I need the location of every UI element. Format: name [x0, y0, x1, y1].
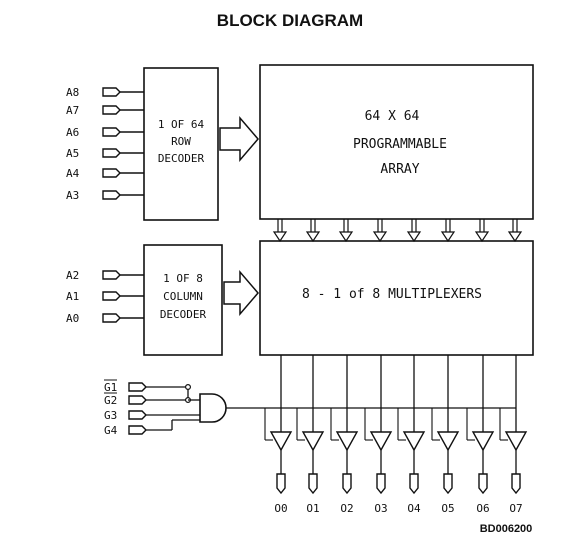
output-pin — [342, 473, 352, 495]
tristate-buffer — [335, 431, 359, 452]
output-pin — [409, 473, 419, 495]
bus-arrowhead — [406, 231, 422, 243]
bus-arrowhead — [440, 231, 456, 243]
output-label: O4 — [407, 502, 421, 515]
tristate-buffer — [471, 431, 495, 452]
column-address-label: A0 — [66, 312, 79, 325]
output-label: O1 — [306, 502, 319, 515]
tristate-buffer — [504, 431, 528, 452]
output-label: O5 — [441, 502, 454, 515]
enable-pin — [128, 382, 147, 392]
array-line1: 64 X 64 — [365, 109, 420, 124]
multiplexers-label: 8 - 1 of 8 MULTIPLEXERS — [302, 287, 482, 302]
bus-arrowhead — [507, 231, 523, 243]
inversion-bubble — [185, 384, 192, 391]
column-decoder-box — [143, 244, 223, 356]
output-label: O0 — [274, 502, 287, 515]
column-to-mux-arrow — [223, 269, 259, 317]
row-address-pin — [102, 87, 121, 97]
column-address-pin — [102, 291, 121, 301]
column-decoder-line3: DECODER — [160, 308, 207, 321]
tristate-buffer — [402, 431, 426, 452]
output-pin — [308, 473, 318, 495]
enable-pin — [128, 410, 147, 420]
tristate-buffer — [369, 431, 393, 452]
tristate-buffer — [301, 431, 325, 452]
and-gate — [199, 393, 227, 423]
output-pin — [511, 473, 521, 495]
row-decoder-line1: 1 OF 64 — [158, 118, 205, 131]
row-address-pin — [102, 190, 121, 200]
output-label: O2 — [340, 502, 353, 515]
bus-arrowhead — [272, 231, 288, 243]
column-decoder-line2: COLUMN — [163, 290, 203, 303]
output-label: O3 — [374, 502, 387, 515]
row-address-label: A3 — [66, 189, 79, 202]
enable-label: G4 — [104, 424, 118, 437]
row-address-label: A7 — [66, 104, 79, 117]
enable-pin — [128, 395, 147, 405]
row-decoder-line3: DECODER — [158, 152, 205, 165]
enable-label: G2 — [104, 394, 117, 407]
row-address-pin — [102, 105, 121, 115]
row-to-array-arrow — [219, 115, 259, 163]
row-decoder-box — [143, 67, 219, 221]
array-line2: PROGRAMMABLE — [353, 137, 447, 152]
programmable-array-box — [259, 64, 534, 220]
column-address-pin — [102, 313, 121, 323]
tristate-buffer — [436, 431, 460, 452]
bus-arrowhead — [305, 231, 321, 243]
row-address-label: A6 — [66, 126, 79, 139]
column-address-pin — [102, 270, 121, 280]
bus-arrowhead — [338, 231, 354, 243]
output-pin — [376, 473, 386, 495]
tristate-buffer — [269, 431, 293, 452]
output-pin — [443, 473, 453, 495]
column-address-label: A1 — [66, 290, 79, 303]
column-decoder-line1: 1 OF 8 — [163, 272, 203, 285]
diagram-title: BLOCK DIAGRAM — [217, 11, 363, 30]
array-line3: ARRAY — [380, 162, 419, 177]
row-address-pin — [102, 148, 121, 158]
enable-label: G3 — [104, 409, 117, 422]
output-label: O6 — [476, 502, 489, 515]
output-label: O7 — [509, 502, 522, 515]
row-address-pin — [102, 168, 121, 178]
reference-code: BD006200 — [480, 523, 533, 535]
row-address-pin — [102, 127, 121, 137]
output-pin — [478, 473, 488, 495]
bus-arrowhead — [372, 231, 388, 243]
row-address-label: A4 — [66, 167, 80, 180]
bus-arrowhead — [474, 231, 490, 243]
output-pin — [276, 473, 286, 495]
column-address-label: A2 — [66, 269, 79, 282]
row-address-label: A8 — [66, 86, 79, 99]
row-decoder-line2: ROW — [171, 135, 191, 148]
multiplexers-box — [259, 240, 534, 356]
row-address-label: A5 — [66, 147, 79, 160]
enable-label: G1 — [104, 381, 117, 394]
enable-pin — [128, 425, 147, 435]
